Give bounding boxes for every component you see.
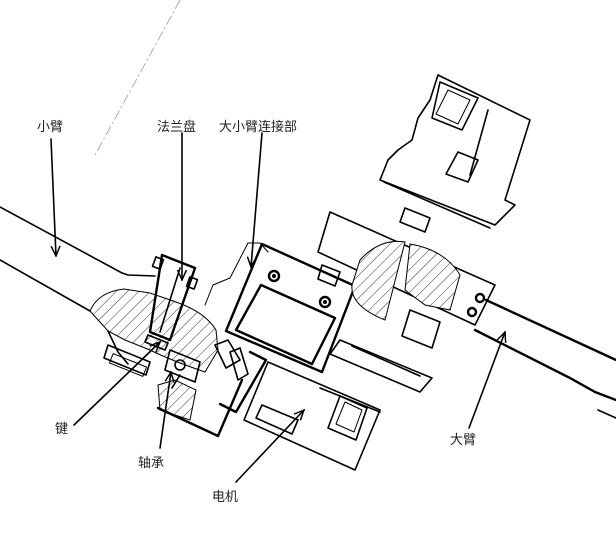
- label-key: 键: [55, 422, 68, 437]
- leader-motor: [235, 410, 304, 483]
- leader-arm-connector: [251, 132, 263, 267]
- joint-reducer-shape: [317, 211, 496, 393]
- construction-line: [93, 0, 181, 158]
- label-motor: 电机: [212, 490, 238, 505]
- label-bearing: 轴承: [138, 456, 164, 471]
- leader-key: [73, 342, 160, 426]
- top-motor-shape: [379, 74, 531, 233]
- leader-forearm: [50, 138, 56, 256]
- leader-upper-arm: [468, 332, 505, 429]
- label-forearm: 小臂: [37, 120, 63, 135]
- label-upper-arm: 大臂: [450, 433, 476, 448]
- label-flange: 法兰盘: [157, 119, 196, 135]
- arm-connector-shape: [204, 242, 357, 414]
- forearm-shape: [0, 206, 219, 373]
- motor-shape: [243, 361, 381, 471]
- flange-shape: [148, 253, 199, 342]
- upper-arm-shape: [473, 298, 616, 419]
- label-arm-connector: 大小臂连接部: [219, 119, 297, 135]
- leader-lines: [50, 132, 505, 483]
- leader-bearing: [159, 372, 171, 449]
